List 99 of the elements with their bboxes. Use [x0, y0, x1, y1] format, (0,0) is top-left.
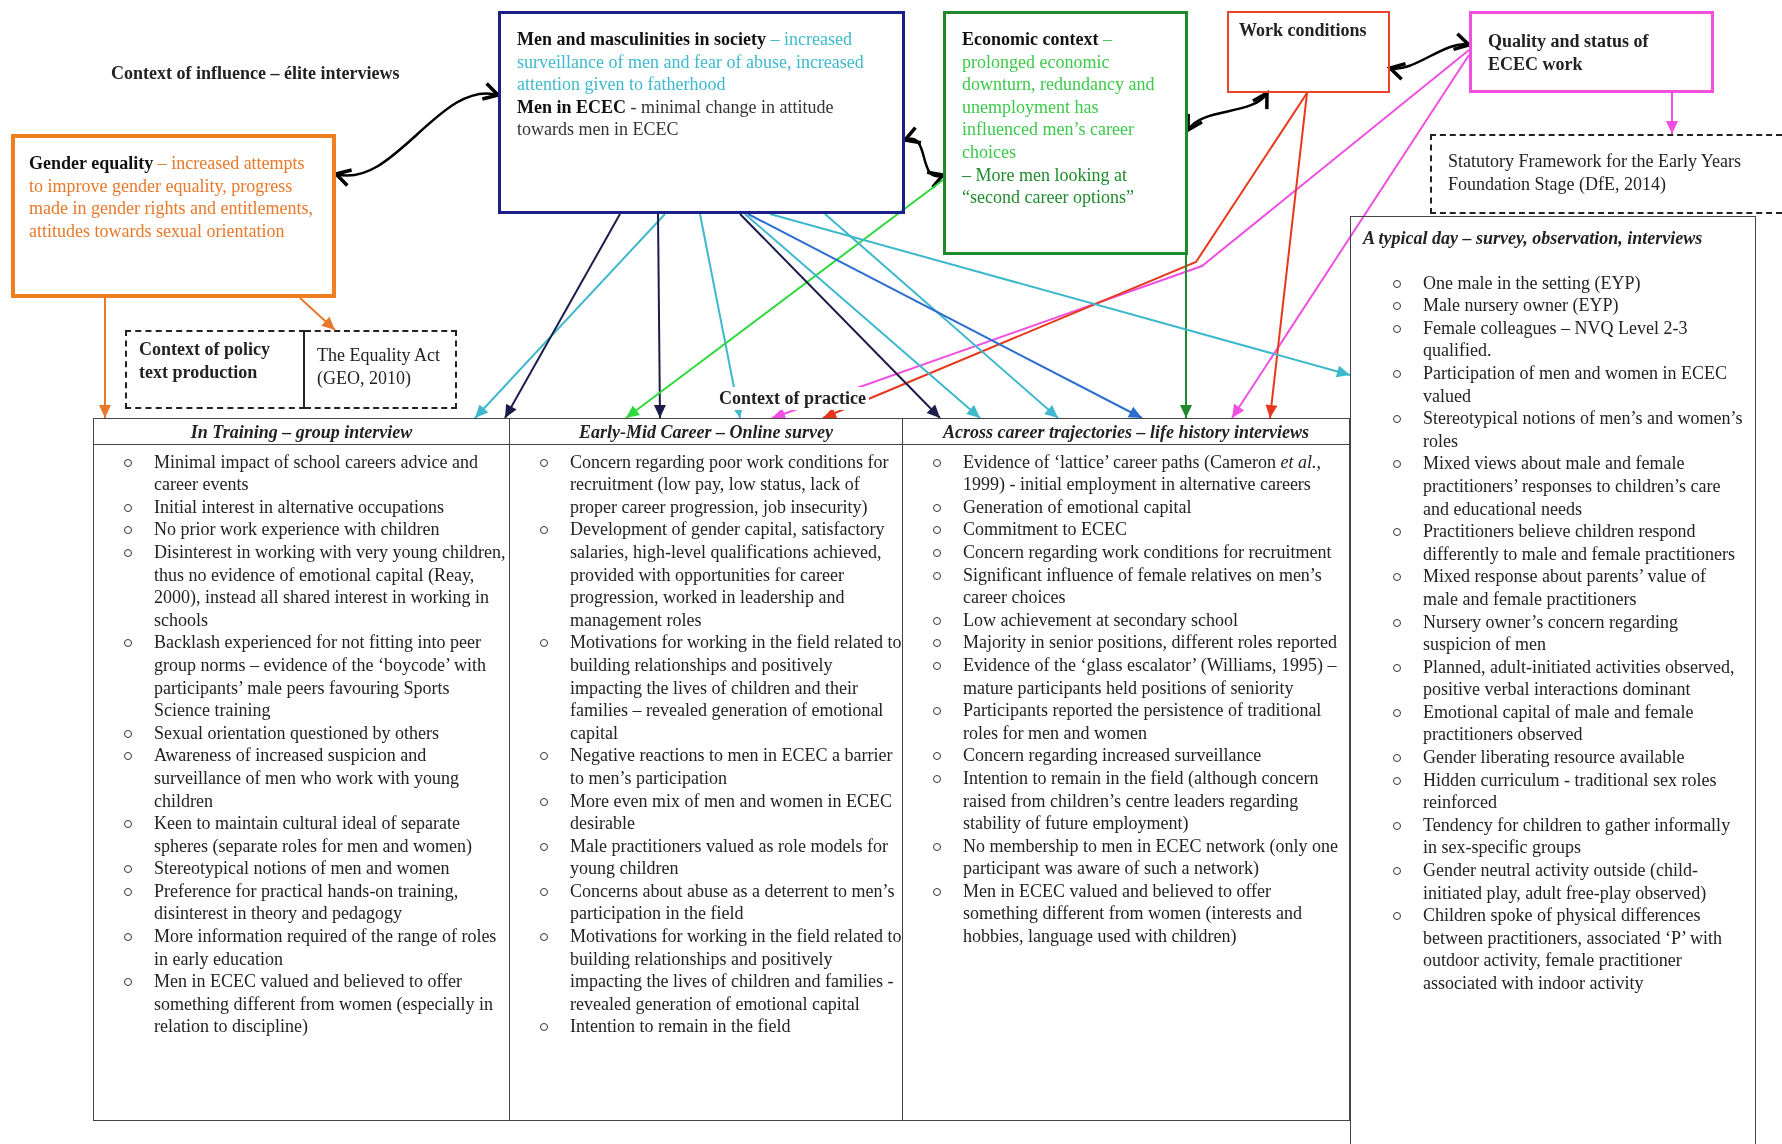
list-item: Motivations for working in the field related to building relationships and positively impacting the lives of children and their families – revealed generation of emotional capital — [570, 631, 902, 745]
list-item: Female colleagues – NVQ Level 2-3 qualified. — [1423, 316, 1745, 362]
list-item: Gender neutral activity outside (child-initiated play, adult free-play observed) — [1423, 859, 1745, 905]
box-text: – More men looking at “second career options” — [962, 163, 1135, 209]
list-item: Minimal impact of school careers advice and career events — [154, 450, 509, 496]
policy-box — [305, 330, 457, 409]
box-text: Men in ECEC - minimal change in attitude towards men in ECEC — [517, 95, 835, 141]
list-item: Mixed views about male and female practitioners’ responses to children’s care and educational needs — [1423, 452, 1745, 521]
arrow — [1265, 92, 1308, 419]
arrow — [747, 213, 1143, 419]
list-item: Men in ECEC valued and believed to offer something different from women (especially in relation to discipline) — [154, 970, 509, 1039]
list-item: Disinterest in working with very young children, thus no evidence of emotional capital (Reay, 2000), instead all shared interest in working in schools — [154, 540, 509, 632]
section-label: Context of practice — [716, 387, 869, 410]
column-heading: A typical day – survey, observation, interviews — [1363, 227, 1704, 250]
column-heading: Across career trajectories – life history interviews — [902, 419, 1350, 445]
list-item: Participants reported the persistence of traditional roles for men and women — [963, 699, 1349, 745]
arrow — [1231, 54, 1470, 419]
policy-box — [1430, 134, 1782, 214]
list-item: Concern regarding poor work conditions for recruitment (low pay, low status, lack of proper career progression, job insecurity) — [570, 450, 902, 519]
list-item: Emotional capital of male and female practitioners observed — [1423, 700, 1745, 747]
list-item: Initial interest in alternative occupations — [154, 495, 509, 519]
arrow — [822, 92, 1308, 419]
list-item: Male nursery owner (EYP) — [1423, 294, 1745, 317]
arrow — [474, 213, 666, 419]
list-item: Evidence of the ‘glass escalator’ (Williams, 1995) – mature participants held positions of seniority — [963, 653, 1349, 700]
list-item: Awareness of increased suspicion and surveillance of men who work with young children — [154, 744, 509, 813]
list-item: More even mix of men and women in ECEC desirable — [570, 789, 902, 835]
list-item: Nursery owner’s concern regarding suspicion of men — [1423, 610, 1745, 656]
list-item: Stereotypical notions of men and women — [154, 857, 509, 880]
list-item: Majority in senior positions, different roles reported — [963, 631, 1349, 654]
list-item: Generation of emotional capital — [963, 495, 1349, 519]
box-text: Gender equality – increased attempts to improve gender equality, progress made in gender rights and entitlements, attitudes towards sexual orientation — [29, 152, 314, 243]
arrow — [1180, 254, 1192, 419]
context-box — [943, 11, 1188, 255]
arrow — [1388, 33, 1471, 80]
list-item: Negative reactions to men in ECEC a barrier to men’s participation — [570, 744, 902, 790]
arrow — [771, 49, 1470, 420]
table-column — [903, 418, 1350, 1121]
list-item: One male in the setting (EYP) — [1423, 271, 1745, 295]
list-item: Intention to remain in the field — [570, 1015, 902, 1039]
list-item: Planned, adult-initiated activities observed, positive verbal interactions dominant — [1423, 655, 1745, 701]
list-item: Concerns about abuse as a deterrent to men’s participation in the field — [570, 879, 902, 926]
list-item: Male practitioners valued as role models for young children — [570, 834, 902, 880]
table-column — [510, 418, 903, 1121]
list-item: Keen to maintain cultural ideal of separate spheres (separate roles for men and women) — [154, 812, 509, 858]
context-box — [11, 134, 336, 298]
box-text: The Equality Act (GEO, 2010) — [317, 344, 441, 390]
arrow — [504, 213, 621, 419]
arrow — [739, 213, 941, 419]
list-item: More information required of the range of roles in early education — [154, 925, 509, 971]
arrow — [299, 297, 336, 331]
box-text: Quality and status of ECEC work — [1488, 30, 1650, 76]
list-item: Tendency for children to gather informally in sex-specific groups — [1423, 813, 1745, 860]
arrow — [824, 213, 1059, 419]
box-text: Work conditions — [1239, 19, 1368, 42]
list-item: Commitment to ECEC — [963, 518, 1349, 541]
list-item: Practitioners believe children respond differently to male and female practitioners — [1423, 520, 1745, 566]
context-box — [1469, 11, 1714, 93]
arrow — [1666, 92, 1678, 135]
context-box — [498, 11, 905, 214]
box-text: Context of policy text production — [139, 338, 271, 384]
arrow — [699, 213, 744, 419]
arrow — [625, 179, 944, 419]
findings-box — [1350, 216, 1756, 1144]
box-text: Economic context – prolonged economic downturn, redundancy and unemployment has influenced men’s career choices — [962, 28, 1156, 164]
list-item: Concern regarding increased surveillance — [963, 744, 1349, 767]
list-item: Preference for practical hands-on training, disinterest in theory and pedagogy — [154, 879, 509, 926]
arrow — [903, 127, 945, 188]
column-heading: In Training – group interview — [93, 419, 510, 445]
list-item: Motivations for working in the field related to building relationships and positively impacting the lives of children and families - revealed generation of emotional capital — [570, 925, 902, 1016]
list-item: Significant influence of female relatives on men’s career choices — [963, 563, 1349, 609]
context-box — [1227, 11, 1390, 93]
list-item: Backlash experienced for not fitting into peer group norms – evidence of the ‘boycode’ with participants’ male peers favouring Sports Science training — [154, 631, 509, 722]
box-text: Men and masculinities in society – increased surveillance of men and fear of abuse, increased attention given to fatherhood — [517, 28, 865, 96]
list-item: Sexual orientation questioned by others — [154, 721, 509, 745]
box-text: Statutory Framework for the Early Years Foundation Stage (DfE, 2014) — [1448, 150, 1742, 196]
list-item: No membership to men in ECEC network (only one participant was aware of such a network) — [963, 834, 1349, 880]
table-column — [93, 418, 510, 1121]
arrow — [1186, 91, 1269, 132]
policy-box — [125, 330, 305, 409]
list-item: Children spoke of physical differences between practitioners, associated ‘P’ with outdoor activity, female practitioner associated with indoor activity — [1423, 904, 1745, 995]
list-item: Intention to remain in the field (although concern raised from children’s centre leaders regarding stability of future employment) — [963, 766, 1349, 835]
arrow — [653, 213, 666, 419]
arrow — [334, 83, 500, 186]
list-item: No prior work experience with children — [154, 518, 509, 541]
list-item: Mixed response about parents’ value of male and female practitioners — [1423, 565, 1745, 611]
arrow — [769, 213, 1351, 378]
list-item: Participation of men and women in ECEC valued — [1423, 361, 1745, 408]
list-item: Gender liberating resource available — [1423, 746, 1745, 769]
arrow — [744, 213, 981, 419]
list-item: Development of gender capital, satisfactory salaries, high-level qualifications achieved, provided with opportunities for career progression, worked in leadership and management roles — [570, 518, 902, 632]
column-heading: Early-Mid Career – Online survey — [509, 419, 903, 445]
list-item: Evidence of ‘lattice’ career paths (Cameron et al., 1999) - initial employment in alternative careers — [963, 450, 1349, 496]
arrow — [99, 297, 111, 419]
list-item: Men in ECEC valued and believed to offer something different from women (interests and hobbies, language used with children) — [963, 879, 1349, 948]
list-item: Low achievement at secondary school — [963, 608, 1349, 632]
list-item: Stereotypical notions of men’s and women’s roles — [1423, 407, 1745, 453]
list-item: Hidden curriculum - traditional sex roles reinforced — [1423, 768, 1745, 814]
list-item: Concern regarding work conditions for recruitment — [963, 540, 1349, 564]
